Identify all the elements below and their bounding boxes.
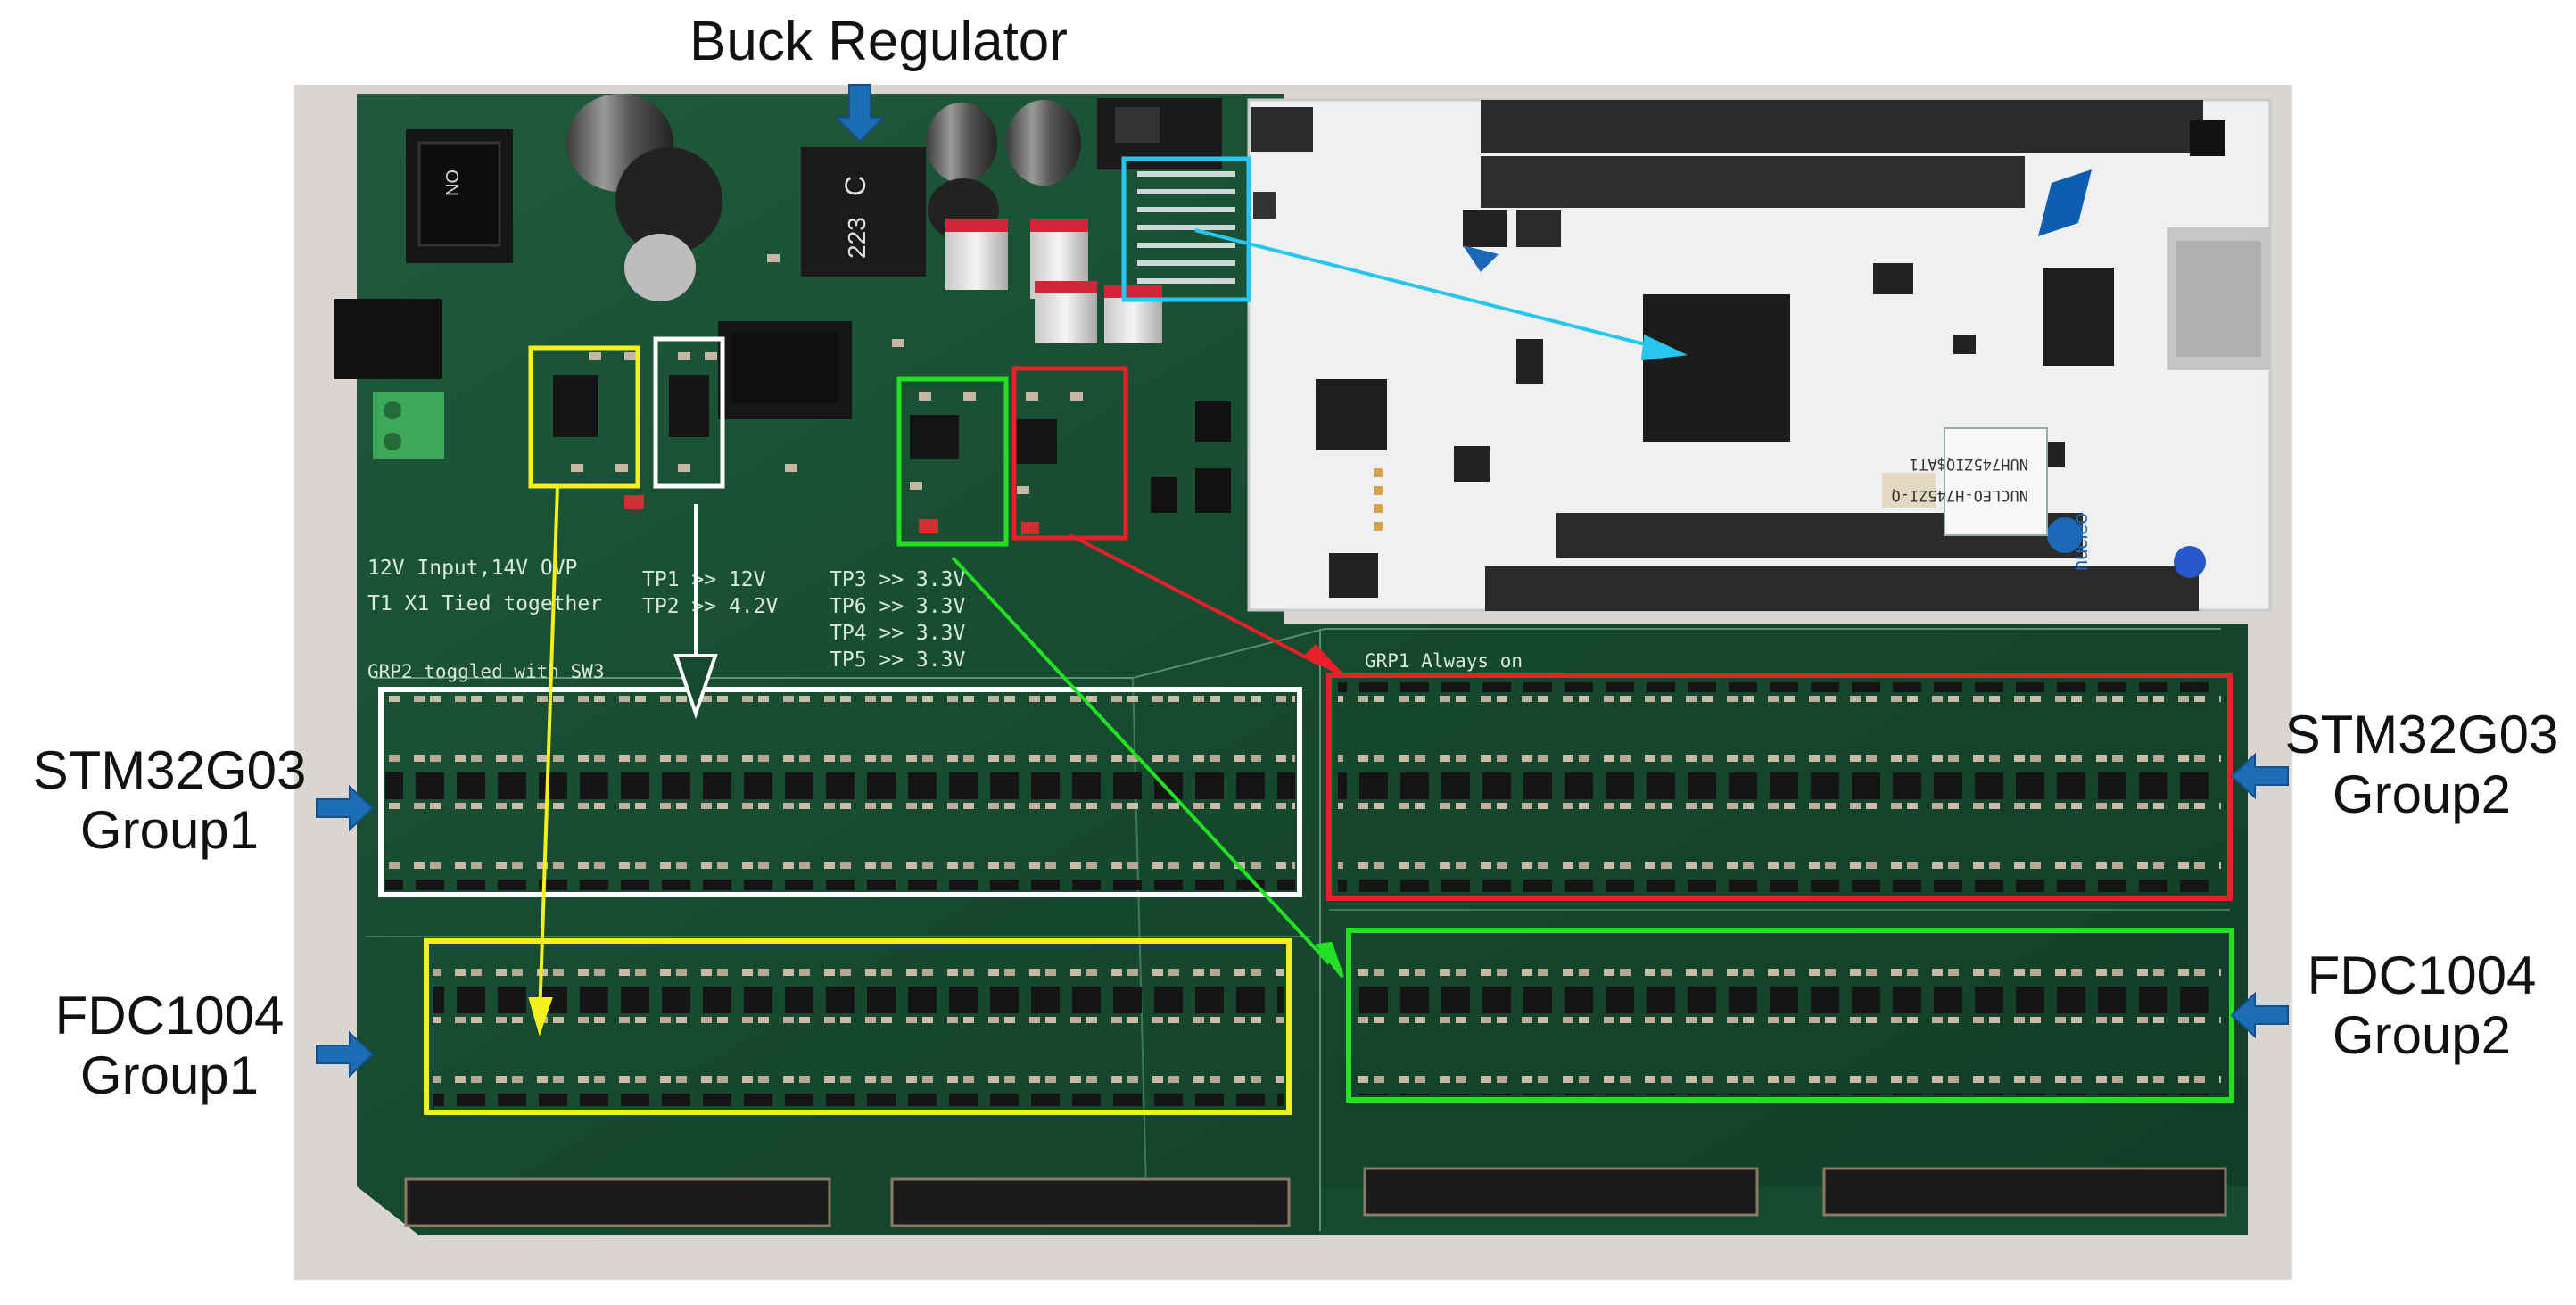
nucleo-board: NUH745ZIQ$AT1 NUCLEO-H745ZI-Q nucleo <box>1247 98 2272 612</box>
label-fdc-group2: FDC1004 Group2 <box>2270 946 2573 1065</box>
label-stm-group2-line1: STM32G03 <box>2284 705 2559 764</box>
switch-on-text: ON <box>442 169 461 196</box>
label-fdc-group2-line1: FDC1004 <box>2307 946 2537 1005</box>
nucleo-part-text: NUH745ZIQ$AT1 <box>1910 455 2028 473</box>
silk-grp2-note: GRP2 toggled with SW3 <box>367 661 605 682</box>
silkscreen-notes: 12V Input,14V OVP T1 X1 Tied together TP… <box>367 557 1523 682</box>
highlight-red-regulator <box>1011 366 1128 541</box>
power-switch: ON <box>406 129 513 263</box>
silk-tp3: TP3 >> 3.3V <box>830 568 965 591</box>
label-stm-group2: STM32G03 Group2 <box>2270 705 2573 824</box>
silk-tp5: TP5 >> 3.3V <box>830 648 965 672</box>
highlight-yellow-fdc-group1 <box>424 938 1292 1115</box>
inductor-mark-223: 223 <box>843 217 871 259</box>
label-fdc-group1-line1: FDC1004 <box>54 986 285 1045</box>
label-buck-regulator: Buck Regulator <box>689 11 1068 72</box>
arrow-yellow <box>538 485 559 1018</box>
pointer-stm-group2 <box>2230 752 2289 800</box>
pointer-buck-regulator <box>834 84 886 143</box>
silk-grp1-note: GRP1 Always on <box>1365 650 1523 672</box>
highlight-white-regulator <box>653 336 725 489</box>
highlight-red-stm-group2 <box>1326 673 2233 901</box>
nucleo-brand-text: nucleo <box>2069 513 2092 571</box>
silk-tp6: TP6 >> 3.3V <box>830 595 965 618</box>
silk-input-note-2: T1 X1 Tied together <box>367 592 602 615</box>
buck-inductor: C 223 <box>801 147 926 277</box>
pointer-stm-group1 <box>316 784 375 832</box>
pointer-fdc-group2 <box>2230 991 2289 1039</box>
silk-tp2: TP2 >> 4.2V <box>642 595 778 618</box>
highlight-white-stm-group1 <box>378 687 1302 897</box>
label-stm-group1-line1: STM32G03 <box>32 740 307 800</box>
label-fdc-group1-line2: Group1 <box>79 1045 260 1106</box>
silk-tp1: TP1 >> 12V <box>642 568 766 591</box>
arrow-green <box>951 556 1331 965</box>
label-stm-group1-line2: Group1 <box>79 800 260 861</box>
inductor-mark-c: C <box>839 176 871 196</box>
highlight-green-regulator <box>896 376 1009 547</box>
label-stm-group2-line2: Group2 <box>2332 764 2512 825</box>
silk-input-note-1: 12V Input,14V OVP <box>367 557 577 580</box>
capacitors <box>566 94 1162 343</box>
label-fdc-group2-line2: Group2 <box>2332 1005 2512 1066</box>
arrow-cyan <box>1194 228 1660 350</box>
highlight-cyan-heatsink <box>1121 156 1251 302</box>
silk-tp4: TP4 >> 3.3V <box>830 622 965 645</box>
label-fdc-group1: FDC1004 Group1 <box>18 986 321 1105</box>
label-stm-group1: STM32G03 Group1 <box>18 740 321 860</box>
pointer-fdc-group1 <box>316 1030 375 1078</box>
arrow-red <box>1069 533 1321 666</box>
highlight-yellow-regulator <box>528 345 640 489</box>
nucleo-board-text: NUCLEO-H745ZI-Q <box>1891 486 2028 504</box>
